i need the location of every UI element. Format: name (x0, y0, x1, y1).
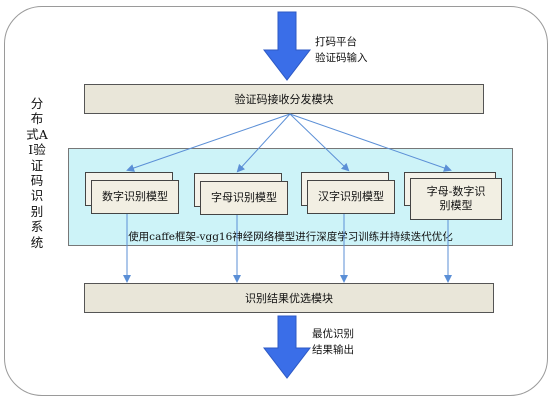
letter-model-label: 字母识别模型 (211, 191, 277, 204)
letter-model: 字母识别模型 (200, 181, 288, 215)
output-arrow (262, 315, 312, 379)
chinese-model-label: 汉字识别模型 (318, 190, 384, 203)
output-caption-line1: 最优识别 (312, 328, 354, 340)
result-selection-module: 识别结果优选模块 (84, 283, 494, 313)
input-arrow (262, 11, 312, 81)
fanout-line-chinese (289, 113, 350, 172)
system-side-label: 分布式AI验证码识别系统 (26, 96, 48, 250)
fanout-line-alnum (289, 113, 452, 172)
receive-dispatch-module-label: 验证码接收分发模块 (234, 93, 334, 106)
chinese-model: 汉字识别模型 (307, 180, 395, 214)
fanout-line-digit (126, 113, 291, 172)
result-selection-module-label: 识别结果优选模块 (245, 292, 333, 305)
output-caption-line2: 结果输出 (312, 344, 354, 356)
input-caption-line1: 打码平台 (315, 36, 357, 48)
alnum-model-label: 字母-数字识别模型 (426, 185, 486, 212)
alnum-model: 字母-数字识别模型 (410, 178, 502, 220)
digit-model-label: 数字识别模型 (102, 190, 168, 203)
input-caption-line2: 验证码输入 (315, 52, 368, 64)
receive-dispatch-module: 验证码接收分发模块 (84, 84, 484, 114)
fanout-line-letter (236, 113, 291, 173)
digit-model: 数字识别模型 (91, 180, 179, 214)
training-description: 使用caffe框架-vgg16神经网络模型进行深度学习训练并持续迭代优化 (128, 231, 453, 243)
